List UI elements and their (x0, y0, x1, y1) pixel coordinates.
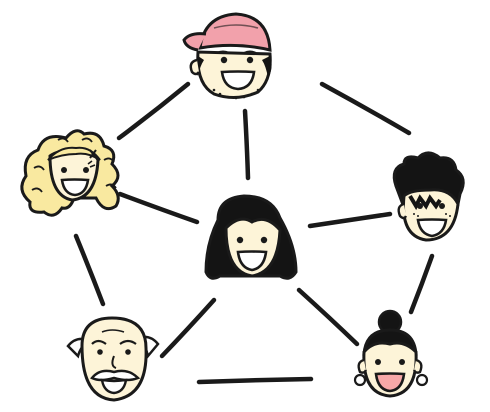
person-bottomleft-older-man (66, 316, 160, 402)
edge-center-bottomright (296, 287, 360, 347)
edges-group (73, 81, 435, 385)
edge-left-center (117, 191, 200, 225)
person-bottomright-hair-bun (353, 309, 429, 398)
person-center-dark-bob (204, 194, 298, 280)
edge-top-right (319, 81, 412, 136)
person-top-pink-cap (182, 12, 272, 100)
edge-top-center (242, 108, 251, 181)
edge-center-right (307, 211, 393, 229)
edge-right-bottomright (408, 253, 435, 315)
edge-top-left (116, 81, 191, 141)
edge-left-bottomleft (73, 233, 106, 307)
edge-bottomleft-bottomright (196, 376, 314, 385)
edge-center-bottomleft (159, 297, 217, 359)
person-right-dark-messy (392, 151, 465, 242)
person-left-blonde-curly (20, 129, 120, 217)
